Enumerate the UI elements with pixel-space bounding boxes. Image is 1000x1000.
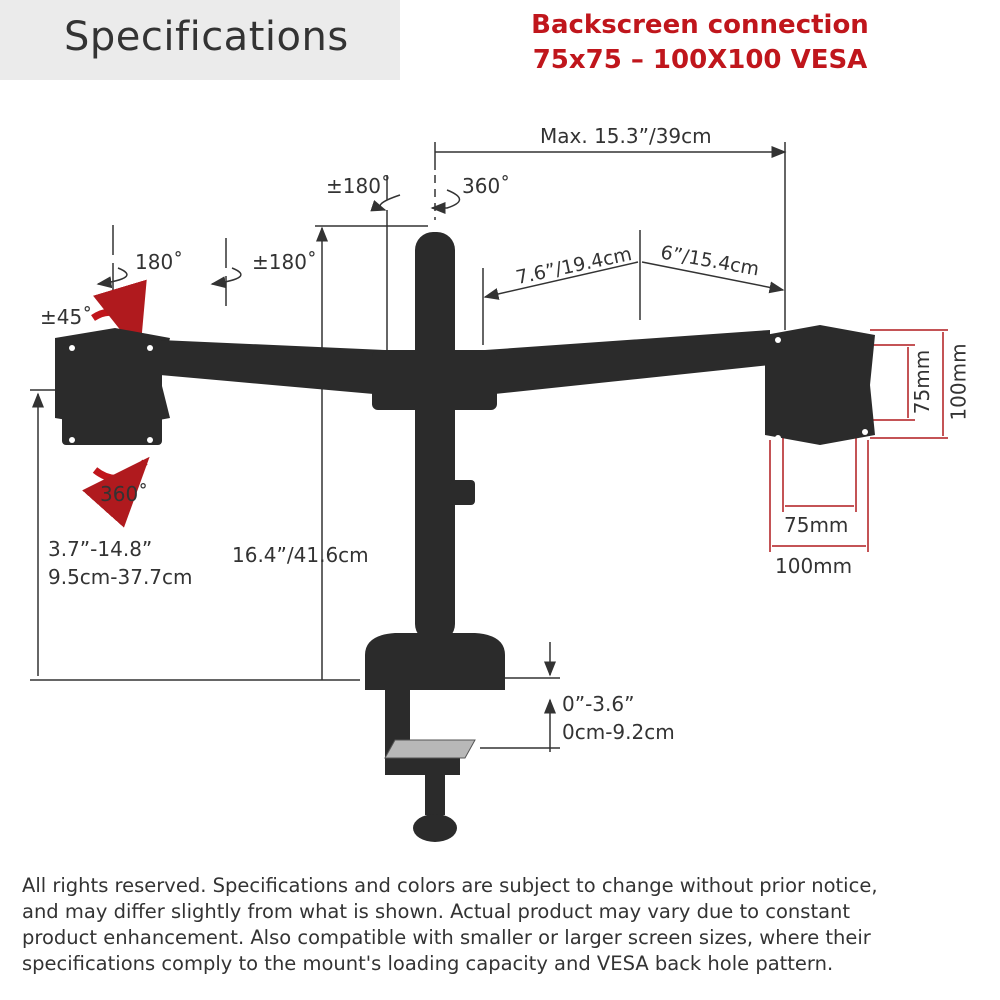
vesa-75-vertical-label: 75mm bbox=[910, 349, 935, 415]
disclaimer-line: specifications comply to the mount's loa… bbox=[22, 952, 834, 975]
vesa-100-horizontal-label: 100mm bbox=[775, 554, 853, 578]
vesa-100-vertical-label: 100mm bbox=[946, 343, 971, 421]
disclaimer: All rights reserved. Specifications and … bbox=[22, 873, 982, 977]
clamp-range-in-label: 0”-3.6” bbox=[562, 692, 635, 716]
pole-height-label: 16.4”/41.6cm bbox=[232, 543, 369, 567]
height-range-in-label: 3.7”-14.8” bbox=[48, 537, 153, 561]
pole-swivel-label: ±180˚ bbox=[326, 174, 391, 198]
vesa-note-line2: 75x75 – 100X100 VESA bbox=[532, 45, 868, 75]
vesa-75-horizontal-label: 75mm bbox=[784, 513, 849, 537]
head-rotate-label: 180˚ bbox=[135, 250, 184, 274]
clamp-range-cm-label: 0cm-9.2cm bbox=[562, 720, 675, 744]
disclaimer-line: All rights reserved. Specifications and … bbox=[22, 874, 878, 897]
tilt-label: ±45˚ bbox=[40, 305, 93, 329]
rotate-label: 360˚ bbox=[100, 482, 149, 506]
header-banner: Specifications bbox=[0, 0, 400, 80]
clamp-plate bbox=[384, 739, 476, 759]
vesa-note-line1: Backscreen connection bbox=[531, 10, 869, 40]
arm-swivel-label: 360˚ bbox=[462, 174, 511, 198]
vesa-holes bbox=[69, 327, 868, 443]
disclaimer-line: and may differ slightly from what is sho… bbox=[22, 900, 851, 923]
height-range-cm-label: 9.5cm-37.7cm bbox=[48, 565, 193, 589]
page-title: Specifications bbox=[64, 14, 349, 60]
elbow-swivel-label: ±180˚ bbox=[252, 250, 317, 274]
max-reach-label: Max. 15.3”/39cm bbox=[540, 124, 712, 148]
disclaimer-line: product enhancement. Also compatible wit… bbox=[22, 926, 871, 949]
